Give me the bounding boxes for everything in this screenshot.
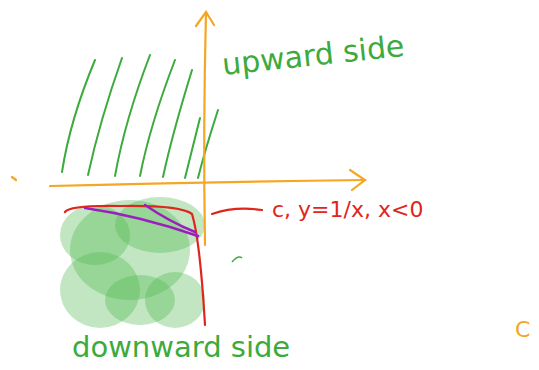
downward-region xyxy=(60,197,205,328)
stray-mark xyxy=(232,257,242,262)
tangent-strokes xyxy=(85,205,198,236)
curve-label: c, y=1/x, x<0 xyxy=(272,198,423,222)
upward-hatching xyxy=(62,55,218,178)
region-label: upward side xyxy=(221,29,406,81)
curve-name: C xyxy=(515,318,530,342)
region-label: downward side xyxy=(72,332,290,364)
hyperbola-branch xyxy=(65,206,262,325)
